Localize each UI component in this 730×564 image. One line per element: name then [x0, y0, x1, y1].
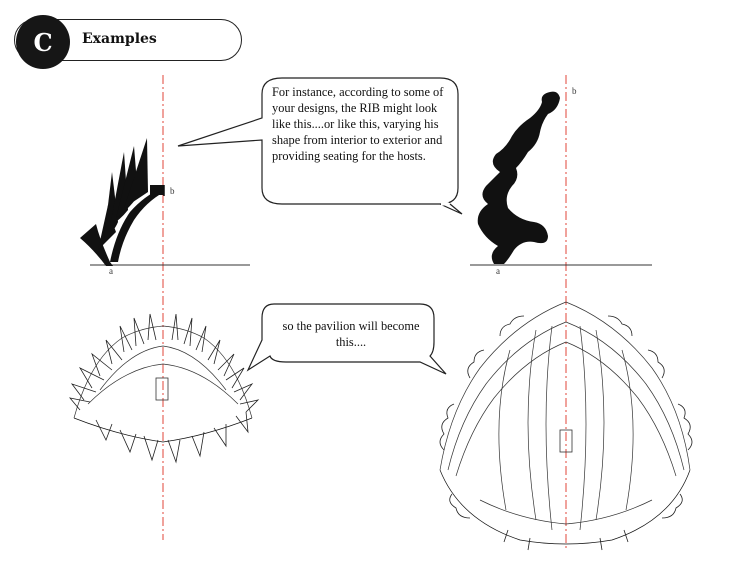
left-rib-label-a: a — [109, 266, 113, 276]
left-rib-label-b: b — [170, 186, 175, 196]
callout-bottom-text: so the pavilion will become this.... — [276, 318, 426, 350]
right-rib-label-b: b — [572, 86, 577, 96]
pavilion-left-core — [156, 378, 168, 400]
callout-top-text: For instance, according to some of your … — [272, 84, 450, 164]
pavilion-spikes — [70, 314, 258, 462]
right-rib-label-a: a — [496, 266, 500, 276]
spiky-rib-profile — [80, 138, 164, 266]
wavy-pavilion-drawing — [440, 302, 690, 544]
organic-rib-profile — [478, 92, 560, 264]
